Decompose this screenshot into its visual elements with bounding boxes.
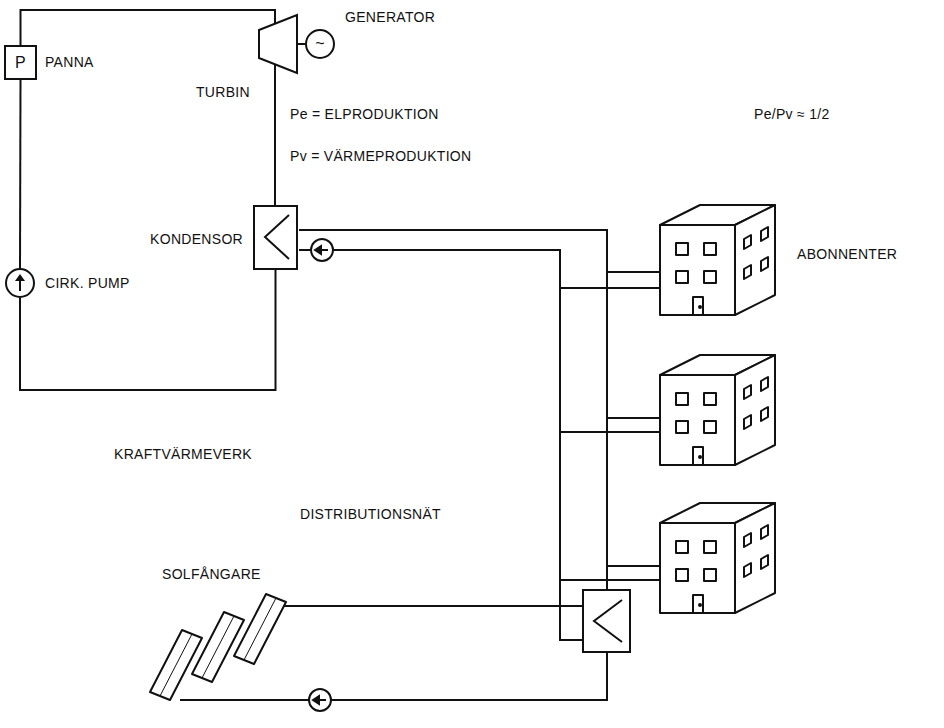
annotation-label: Pv = VÄRMEPRODUKTION [288, 148, 473, 164]
pump-symbol-outline [5, 268, 35, 298]
part-name: GENERATOR [345, 9, 435, 25]
part-name: PANNA [45, 54, 94, 70]
annotation-label: DISTRIBUTIONSNÄT [298, 506, 443, 522]
pipe [274, 65, 276, 205]
pipe [19, 80, 22, 268]
annotation-label: SOLFÅNGARE [160, 566, 263, 582]
annotation-label: KRAFTVÄRMEVERK [112, 446, 254, 462]
annotation-label: Pe = ELPRODUKTION [288, 106, 441, 122]
part-name: KONDENSOR [150, 231, 243, 247]
generator-symbol: ~GENERATOR [305, 29, 335, 59]
symbol-text: ~ [315, 36, 325, 52]
pipe [20, 270, 276, 390]
turbine-symbol: TURBIN [258, 14, 298, 74]
turbine-symbol-outline [258, 14, 298, 74]
pump-symbol: CIRK. PUMP [5, 268, 35, 298]
part-name: TURBIN [196, 84, 250, 100]
symbol-text: P [15, 55, 26, 71]
condenser-box-outline [253, 205, 298, 270]
part-name: CIRK. PUMP [45, 275, 130, 291]
pipe [298, 43, 305, 45]
condenser-box: KONDENSOR [253, 205, 298, 270]
annotation-label: Pe/Pv ≈ 1/2 [752, 106, 832, 122]
boiler-box: PPANNA [4, 45, 37, 80]
annotation-label: ABONNENTER [795, 246, 899, 262]
pipe [21, 10, 276, 45]
